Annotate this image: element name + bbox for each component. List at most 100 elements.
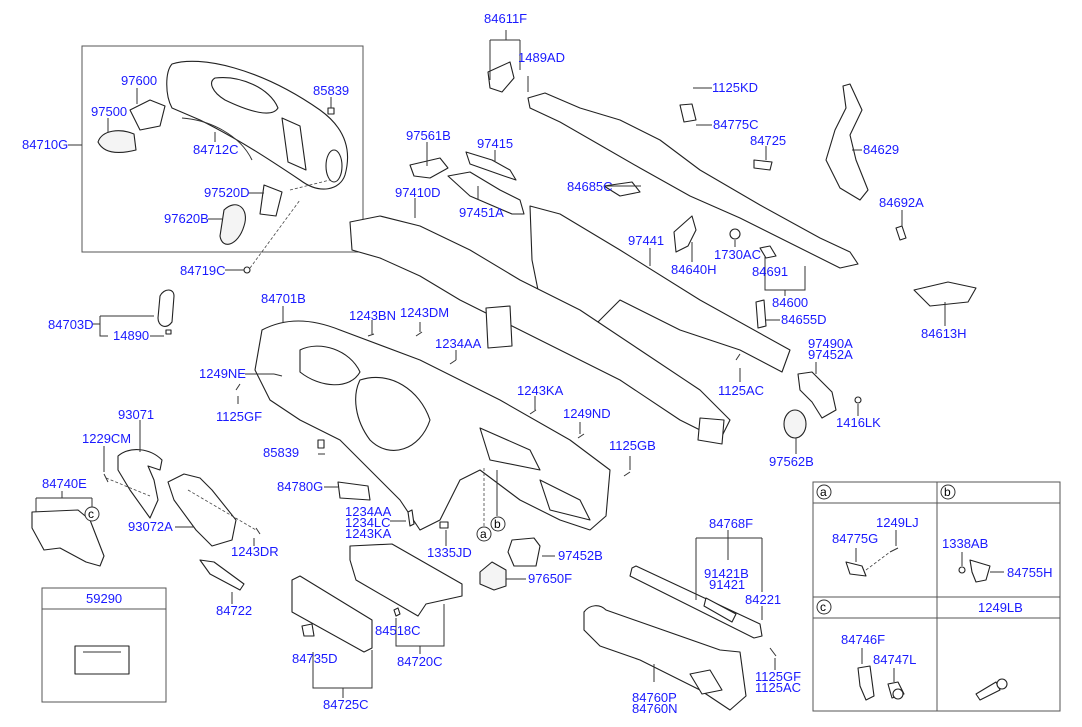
callout-84613H[interactable]: 84613H [921,326,967,341]
callout-1249ND[interactable]: 1249ND [563,406,611,421]
callout-84755H[interactable]: 84755H [1007,565,1053,580]
callout-93072A[interactable]: 93072A [128,519,173,534]
callout-84611F[interactable]: 84611F [484,11,528,26]
callout-84719C[interactable]: 84719C [180,263,226,278]
callout-97650F[interactable]: 97650F [528,571,573,586]
detail-header-1249LB[interactable]: 1249LB [978,600,1023,615]
callout-14890[interactable]: 14890 [113,328,150,343]
cowl-crossmember-84600 [527,92,859,269]
svg-text:c: c [820,600,826,614]
callout-97452B[interactable]: 97452B [558,548,603,563]
callout-1234LC[interactable]: 1234LC [345,515,391,530]
callout-97520D[interactable]: 97520D [204,185,250,200]
callout-1125AC-mid[interactable]: 1125AC [718,383,765,398]
callout-84722[interactable]: 84722 [216,603,253,618]
callout-1489AD[interactable]: 1489AD [518,50,565,65]
callout-84691[interactable]: 84691 [752,264,789,279]
marker-a [476,526,492,542]
callout-84710G[interactable]: 84710G [22,137,69,152]
callout-1243KA-low[interactable]: 1243KA [345,526,392,541]
marker-b-text: b [494,517,501,531]
marker-b [490,516,506,532]
bracket-84611F [487,61,515,93]
callout-93071[interactable]: 93071 [118,407,155,422]
trim-84722 [199,559,245,591]
svg-text:a: a [820,485,827,499]
callout-84725[interactable]: 84725 [750,133,787,148]
callout-1243BN[interactable]: 1243BN [349,308,396,323]
callout-59290[interactable]: 59290 [86,591,123,606]
callout-84725C[interactable]: 84725C [323,697,369,712]
callout-1234AA-top[interactable]: 1234AA [435,336,482,351]
bracket-97415 [465,151,517,181]
callout-91421[interactable]: 91421 [709,577,746,592]
clip-1335JD [439,521,449,529]
callout-1125AC-right[interactable]: 1125AC [755,680,802,695]
callout-84747L[interactable]: 84747L [873,652,917,667]
callout-1243DR[interactable]: 1243DR [231,544,279,559]
callout-1730AC[interactable]: 1730AC [714,247,761,262]
callout-97410D[interactable]: 97410D [395,185,441,200]
callout-84775C[interactable]: 84775C [713,117,759,132]
callout-97452A[interactable]: 97452A [808,347,853,362]
callout-1416LK[interactable]: 1416LK [836,415,881,430]
callout-84640H[interactable]: 84640H [671,262,717,277]
callout-97620B[interactable]: 97620B [164,211,209,226]
callout-1125GF-right[interactable]: 1125GF [755,669,802,684]
callout-1125KD[interactable]: 1125KD [712,80,759,95]
callout-84692A[interactable]: 84692A [879,195,924,210]
callout-1229CM[interactable]: 1229CM [82,431,132,446]
glove-box-door-84725C [291,575,373,653]
callout-97451A[interactable]: 97451A [459,205,504,220]
callout-84518C[interactable]: 84518C [375,623,421,638]
callout-97415[interactable]: 97415 [477,136,514,151]
callout-1125GB[interactable]: 1125GB [609,438,656,453]
cover-84703D [157,289,175,327]
callout-84629[interactable]: 84629 [863,142,900,157]
vent-97452B [507,537,541,567]
callout-1335JD[interactable]: 1335JD [427,545,472,560]
callout-97490A[interactable]: 97490A [808,336,853,351]
callout-84735D[interactable]: 84735D [292,651,338,666]
callout-1249LJ[interactable]: 1249LJ [876,515,919,530]
bracket-84655D [755,299,767,329]
clip-84719C [243,266,251,274]
callout-84701B[interactable]: 84701B [261,291,306,306]
callout-84775G[interactable]: 84775G [832,531,879,546]
callout-1338AB[interactable]: 1338AB [942,536,989,551]
callout-84600[interactable]: 84600 [772,295,809,310]
vent-97650F [479,561,507,591]
bracket-84780G [337,481,371,501]
bracket-84775G [845,561,867,577]
callout-84746F[interactable]: 84746F [841,632,886,647]
callout-84760N[interactable]: 84760N [632,701,678,716]
callout-97561B[interactable]: 97561B [406,128,451,143]
bracket-84613H [913,281,977,307]
callout-84703D[interactable]: 84703D [48,317,94,332]
detail-table: a b c [812,481,1061,712]
callout-1125GF-left[interactable]: 1125GF [216,409,263,424]
callout-1243KA-mid[interactable]: 1243KA [517,383,564,398]
callout-84768F[interactable]: 84768F [709,516,754,531]
callout-84655D[interactable]: 84655D [781,312,827,327]
callout-84780G[interactable]: 84780G [277,479,324,494]
callout-91421B[interactable]: 91421B [704,566,749,581]
callout-84740E[interactable]: 84740E [42,476,87,491]
callout-84221[interactable]: 84221 [745,592,782,607]
strip-84712C [181,117,253,161]
callout-85839-mid[interactable]: 85839 [263,445,300,460]
callout-84685C[interactable]: 84685C [567,179,613,194]
callout-84760P[interactable]: 84760P [632,690,677,705]
callout-84712C[interactable]: 84712C [193,142,239,157]
callout-1249NE[interactable]: 1249NE [199,366,246,381]
callout-1234AA-low[interactable]: 1234AA [345,504,392,519]
callout-97441[interactable]: 97441 [628,233,665,248]
svg-text:b: b [944,485,951,499]
callout-97600[interactable]: 97600 [121,73,158,88]
clip-84725 [753,159,773,171]
callout-97500[interactable]: 97500 [91,104,128,119]
callout-97562B[interactable]: 97562B [769,454,814,469]
callout-85839-top[interactable]: 85839 [313,83,350,98]
callout-84720C[interactable]: 84720C [397,654,443,669]
callout-1243DM[interactable]: 1243DM [400,305,450,320]
